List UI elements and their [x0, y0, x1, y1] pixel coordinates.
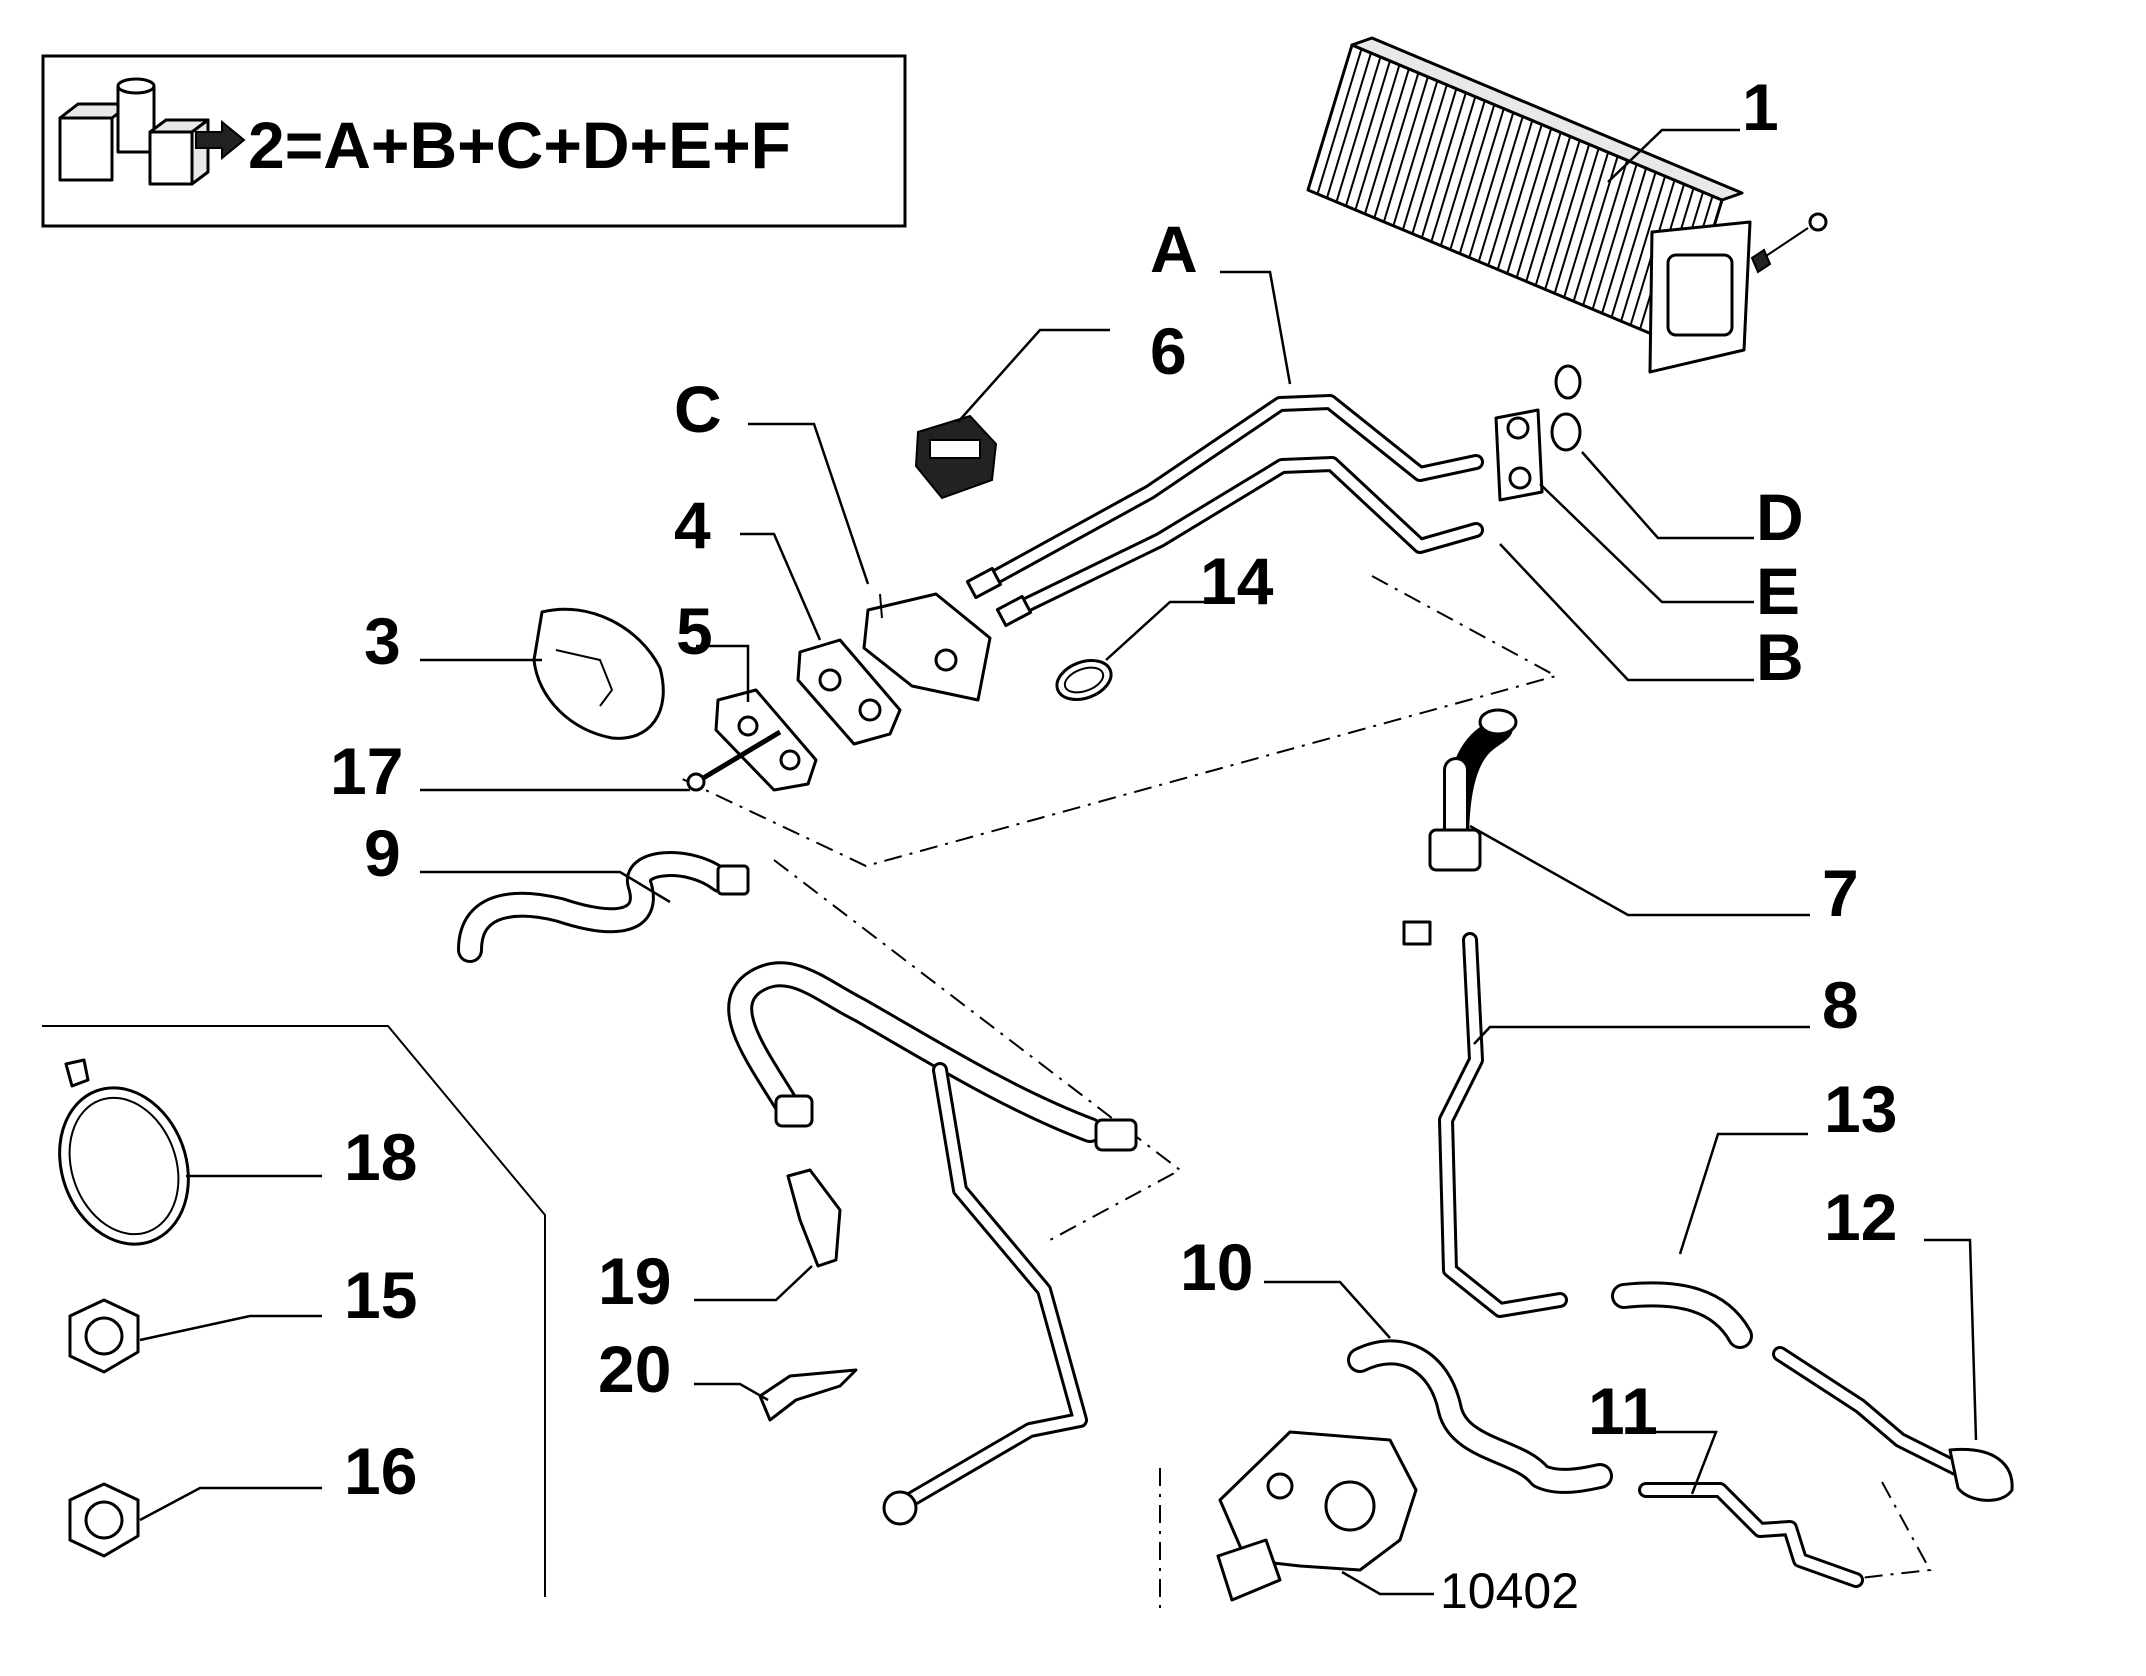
hose-10 [1347, 1339, 1613, 1494]
heater-fin [1458, 108, 1505, 254]
heater-fin [1420, 92, 1467, 238]
label-9: 9 [364, 816, 401, 890]
pipe-b [995, 456, 1484, 628]
heater-fin [1401, 84, 1448, 231]
heater-fin [1534, 140, 1581, 286]
bracket-c [862, 592, 992, 702]
label-b: B [1756, 620, 1804, 694]
pipe-assembly [727, 961, 1138, 1526]
label-15: 15 [344, 1258, 417, 1332]
heater-fin [1582, 159, 1629, 306]
label-5: 5 [676, 594, 713, 668]
gasket-4 [796, 638, 902, 746]
label-10: 10 [1180, 1230, 1253, 1304]
hose-13 [1611, 1281, 1753, 1349]
screw-17 [686, 729, 782, 792]
label-11: 11 [1588, 1374, 1658, 1448]
label-14: 14 [1200, 544, 1274, 618]
heater-fin [1363, 68, 1410, 215]
label-1: 1 [1742, 70, 1779, 144]
label-8: 8 [1822, 968, 1859, 1042]
heater-fin [1496, 124, 1543, 270]
pipe-8 [1402, 920, 1568, 1318]
dashed-region-right [1859, 1481, 1932, 1579]
heater-matrix [1306, 36, 1828, 374]
label-3: 3 [364, 604, 401, 678]
label-a: A [1150, 212, 1198, 286]
label-6: 6 [1150, 314, 1187, 388]
bracket-19 [786, 1168, 842, 1268]
heater-fin [1430, 96, 1477, 242]
heater-fin [1354, 64, 1401, 211]
heater-fin [1411, 88, 1458, 235]
kit-formula: 2=A+B+C+D+E+F [248, 108, 791, 182]
label-17: 17 [330, 734, 403, 808]
heater-fin [1316, 48, 1363, 195]
label-reference-number: 10402 [1440, 1563, 1579, 1619]
heater-fin [1307, 44, 1353, 191]
flange-e [1494, 408, 1544, 502]
heater-fin [1382, 76, 1429, 223]
heater-fin [1449, 104, 1496, 250]
label-c: C [674, 372, 722, 446]
seal-3 [532, 607, 665, 740]
heater-fin [1392, 80, 1439, 227]
hose-clamp-14 [1055, 659, 1113, 701]
pipe-11 [1638, 1482, 1864, 1588]
heater-fin [1373, 72, 1420, 219]
seal-d [1550, 364, 1582, 452]
label-20: 20 [598, 1332, 671, 1406]
legend-box: 2=A+B+C+D+E+F [41, 54, 907, 228]
heater-fin [1506, 128, 1553, 274]
heater-fin [1544, 144, 1591, 290]
callout-labels: 1 A 6 C 4 14 3 5 17 D E B 9 7 8 13 12 18… [330, 70, 1897, 1619]
fasteners-panel-border [42, 1025, 546, 1597]
heater-fin [1335, 56, 1382, 203]
heater-fin [1515, 132, 1562, 278]
heater-fin [1439, 100, 1486, 246]
heater-fin [1344, 60, 1391, 207]
label-4: 4 [674, 488, 711, 562]
nut-15 [68, 1298, 140, 1374]
pipe-a [965, 394, 1484, 600]
label-16: 16 [344, 1434, 417, 1508]
thermostat-housing [1216, 1430, 1418, 1602]
hose-9 [457, 851, 750, 963]
heater-fin [1610, 171, 1657, 318]
heater-fin [1601, 167, 1648, 314]
heater-fin [1563, 152, 1610, 298]
label-18: 18 [344, 1120, 417, 1194]
heater-fin [1620, 175, 1667, 322]
label-13: 13 [1824, 1072, 1897, 1146]
heater-fin [1525, 136, 1572, 282]
hose-7 [1428, 708, 1518, 872]
heater-fin [1326, 52, 1372, 199]
valve-12 [1772, 1346, 2014, 1502]
clamp-18 [58, 1058, 190, 1246]
dashed-region-upper [675, 575, 1559, 868]
clip-part [914, 414, 998, 500]
nut-16 [68, 1482, 140, 1558]
dashed-region-middle [773, 859, 1182, 1241]
clip-20 [758, 1368, 858, 1422]
label-19: 19 [598, 1244, 671, 1318]
heater-fin [1591, 163, 1638, 310]
heater-fin [1553, 148, 1600, 294]
label-d: D [1756, 480, 1804, 554]
heater-fin [1468, 112, 1515, 258]
leader-lines [139, 128, 1978, 1596]
label-12: 12 [1824, 1180, 1897, 1254]
kit-parts-icon [58, 77, 246, 186]
heater-fin [1487, 120, 1534, 266]
heater-fin [1477, 116, 1524, 262]
label-e: E [1756, 554, 1800, 628]
label-7: 7 [1822, 856, 1859, 930]
